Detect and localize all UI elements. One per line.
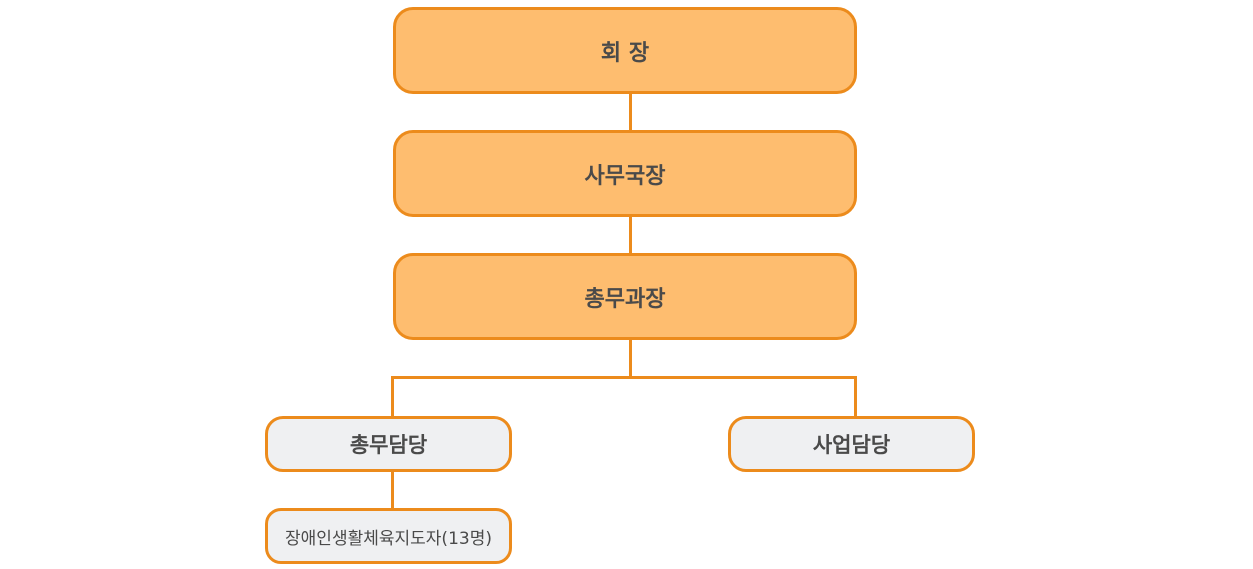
connector-chairman-secretary [629,92,632,132]
connector-branch-general-affairs [391,376,394,418]
general-affairs-manager-box: 총무과장 [393,253,857,340]
general-affairs-manager-label: 총무과장 [584,286,666,312]
secretary-general-label: 사무국장 [584,163,666,189]
chairman-box: 회 장 [393,7,857,94]
general-affairs-staff-label: 총무담당 [349,433,428,457]
connector-general-affairs-instructors [391,470,394,510]
connector-manager-branch [629,338,632,377]
connector-secretary-manager [629,215,632,255]
instructors-label: 장애인생활체육지도자(13명) [285,528,492,549]
secretary-general-box: 사무국장 [393,130,857,217]
business-staff-label: 사업담당 [812,433,891,457]
general-affairs-staff-box: 총무담당 [265,416,512,472]
instructors-box: 장애인생활체육지도자(13명) [265,508,512,564]
connector-branch-business [854,376,857,418]
chairman-label: 회 장 [600,40,650,66]
business-staff-box: 사업담당 [728,416,975,472]
connector-horizontal-branch [391,376,857,379]
